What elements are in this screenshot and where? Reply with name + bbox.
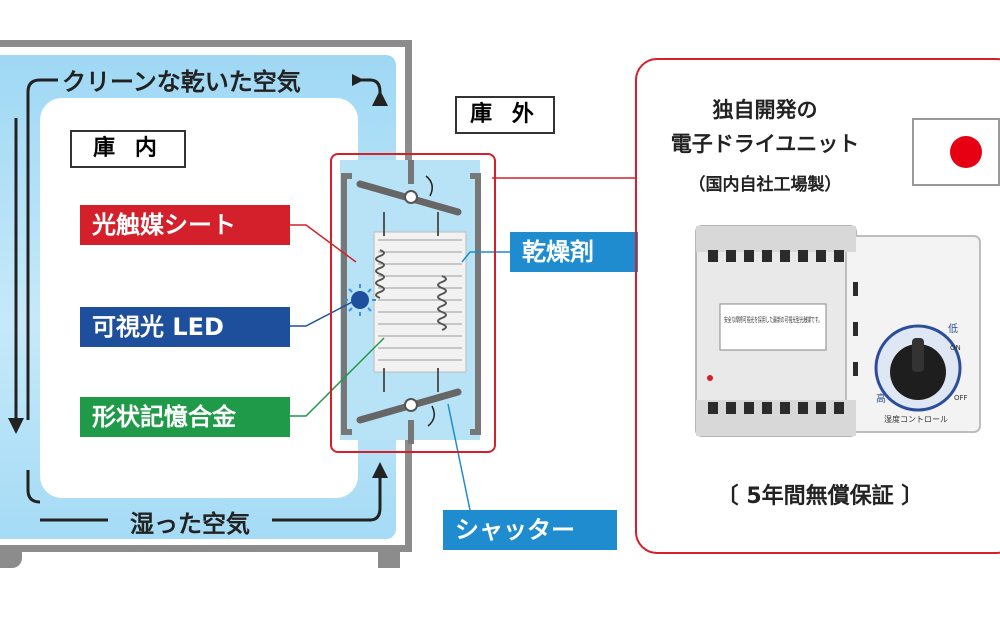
warranty-text: 〔 5年間無償保証 〕 (716, 484, 924, 509)
detail-title-line1: 独自開発の (712, 98, 818, 122)
device-notice-text: 安全な摩擦可視光を採用した最新の可視光型光触媒です。 (724, 315, 822, 324)
arrowhead-up-icon (372, 462, 388, 478)
photocatalyst-sheet-tag: 光触媒シート (80, 205, 290, 245)
dry-unit-outline (330, 153, 496, 453)
device-notice-plate (719, 303, 827, 351)
hinge-bottom-icon (404, 398, 418, 412)
arrow-bottom-right (272, 478, 382, 522)
sma-spring-left (375, 249, 385, 299)
japan-flag-icon (912, 118, 1000, 186)
clean-air-text: クリーンな乾いた空気 (62, 68, 301, 96)
outside-label: 庫 外 (455, 96, 555, 134)
inside-label: 庫 内 (70, 130, 186, 168)
arrow-left-down (26, 78, 58, 420)
sma-spring-right (437, 275, 447, 331)
device-indicator-icon (707, 375, 713, 381)
led-icon (351, 291, 369, 309)
rotate-arrow-bottom-icon (427, 405, 435, 427)
unit-frame-right (470, 173, 481, 435)
leader-shutter (447, 403, 471, 511)
detail-panel (635, 58, 1000, 554)
shutter-tag: シャッター (443, 510, 617, 550)
arrowhead-down-icon (8, 418, 24, 434)
cabinet-foot-left (0, 552, 22, 568)
desiccant-block (373, 231, 467, 373)
rotate-arrow-top-icon (425, 175, 433, 197)
detail-title-line2: 電子ドライユニット (670, 132, 860, 156)
hinge-top-icon (404, 190, 418, 204)
unit-frame-left (341, 173, 352, 435)
dial-caption: 湿度コントロール (884, 414, 948, 424)
desiccant-tag: 乾燥剤 (510, 232, 638, 272)
dial-off-label: OFF (954, 394, 968, 402)
leader-desiccant (461, 251, 510, 263)
dry-unit-device: 安全な摩擦可視光を採用した最新の可視光型光触媒です。 低 高 ON OFF 湿度… (695, 225, 981, 437)
dial-high-label: 高 (876, 392, 886, 405)
visible-led-tag: 可視光 LED (80, 307, 290, 347)
dial-low-label: 低 (948, 322, 958, 335)
shape-memory-alloy-tag: 形状記憶合金 (80, 397, 290, 437)
humid-air-text: 湿った空気 (130, 510, 250, 538)
dial-on-label: ON (950, 344, 961, 352)
cabinet-foot-right (378, 552, 400, 568)
detail-origin-note: （国内自社工場製） (688, 175, 842, 195)
